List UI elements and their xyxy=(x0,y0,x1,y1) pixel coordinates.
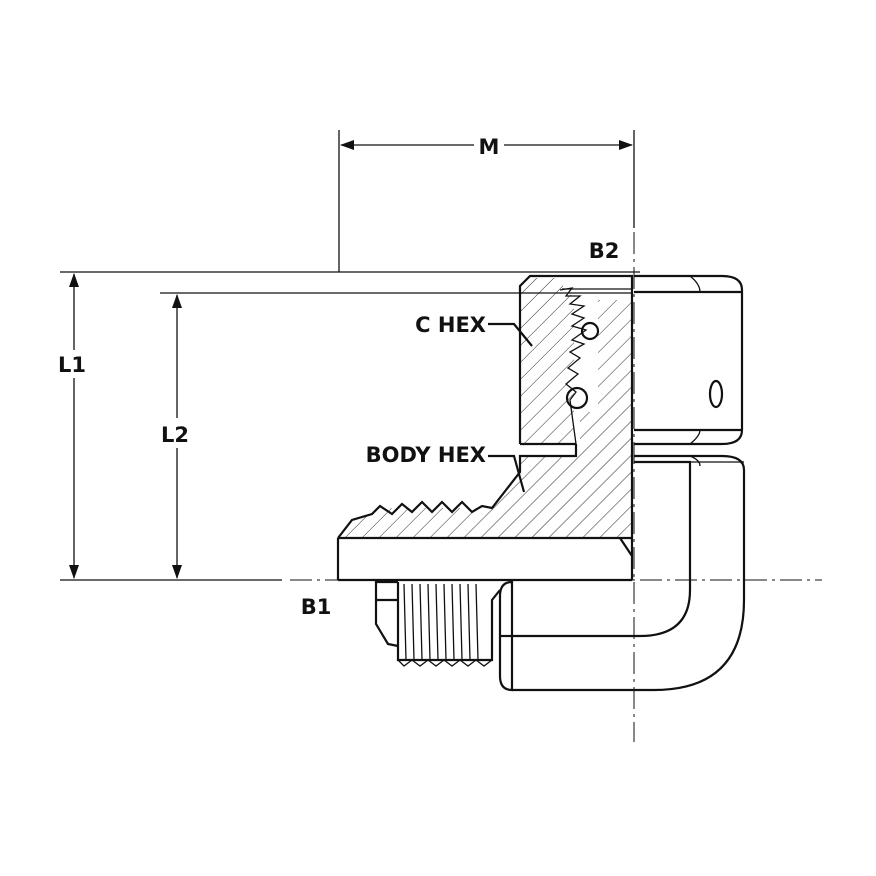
dim-label-l1: L1 xyxy=(58,353,86,377)
dimension-l1: L1 xyxy=(58,271,640,581)
dim-label-m: M xyxy=(479,135,500,159)
elbow-tube xyxy=(512,454,746,692)
lockwire-hole-icon xyxy=(708,379,724,409)
section-body xyxy=(336,274,634,582)
label-b1: B1 xyxy=(301,595,332,619)
c-hex-nut xyxy=(634,274,744,446)
dimension-m: M xyxy=(338,130,635,272)
callout-body-hex: BODY HEX xyxy=(366,443,526,493)
label-body-hex: BODY HEX xyxy=(366,443,486,467)
dim-label-l2: L2 xyxy=(161,423,189,447)
callout-c-hex: C HEX xyxy=(415,313,533,347)
male-flare-end xyxy=(374,580,514,692)
label-b2: B2 xyxy=(589,239,620,263)
label-c-hex: C HEX xyxy=(415,313,486,337)
